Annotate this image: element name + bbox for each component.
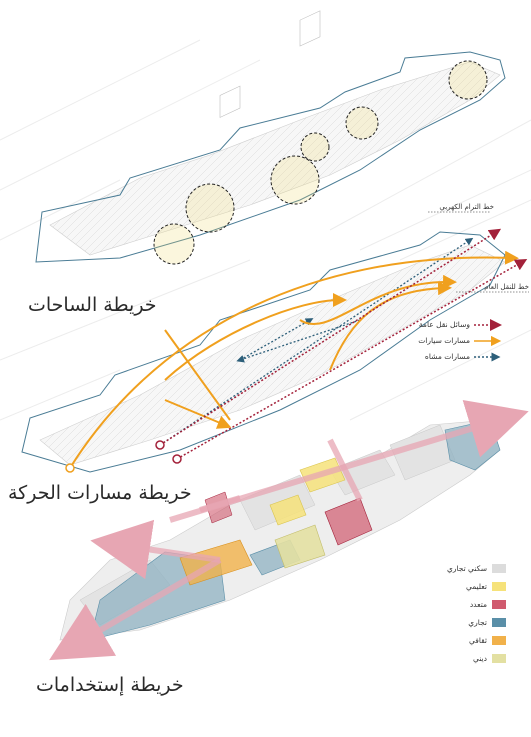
landuse-map-title: خريطة إستخدامات [36, 674, 184, 696]
legend-commercial: تجاري [468, 618, 506, 627]
legend-public-transport: وسائل نقل عامة [419, 319, 502, 331]
car-route-origin [65, 463, 75, 473]
tram-callout: خط الترام الكهربي [428, 203, 494, 213]
tram-origin [155, 440, 165, 450]
context-streets [0, 39, 531, 261]
bus-origin [172, 454, 182, 464]
movement-map-title: خريطة مسارات الحركة [8, 482, 192, 504]
legend-mixed: متعدد [470, 600, 506, 609]
svg-text:مسارات مشاه: مسارات مشاه [425, 352, 470, 361]
site-boundary [35, 51, 506, 263]
svg-text:متعدد: متعدد [470, 600, 487, 609]
public-callout-label: خط للنقل العام [484, 283, 529, 291]
svg-text:سكني تجاري: سكني تجاري [447, 564, 487, 573]
legend-educational: تعليمي [466, 582, 506, 591]
svg-text:ديني: ديني [473, 654, 487, 663]
site-boundary-2 [21, 231, 506, 473]
square-5 [345, 106, 379, 140]
landuse-map: سكني تجاري تعليمي متعدد تجاري ثقافي ديني [49, 399, 529, 663]
square-4 [300, 132, 330, 162]
svg-text:تجاري: تجاري [468, 618, 487, 627]
legend-residential: سكني تجاري [447, 564, 506, 573]
car-route-3 [299, 274, 457, 326]
car-main-route [69, 250, 519, 469]
svg-text:ثقافي: ثقافي [469, 636, 487, 645]
legend-religious: ديني [473, 654, 506, 663]
squares-map [0, 10, 531, 265]
square-6 [448, 60, 488, 100]
square-2 [185, 183, 235, 233]
svg-text:وسائل نقل عامة: وسائل نقل عامة [419, 320, 470, 329]
legend-cultural: ثقافي [469, 636, 506, 645]
legend-pedestrian-paths: مسارات مشاه [425, 352, 501, 362]
tram-callout-label: خط الترام الكهربي [439, 203, 494, 211]
car-route-5 [164, 399, 232, 429]
landuse-religious [274, 524, 326, 569]
public-callout: خط للنقل العام [456, 283, 529, 293]
movement-legend: وسائل نقل عامة مسارات سيارات مسارات مشاه [418, 319, 502, 362]
square-1 [153, 223, 195, 265]
public-transport-lines [159, 228, 528, 460]
building-blocks [219, 10, 321, 118]
landuse-axes [49, 399, 529, 661]
svg-text:مسارات سيارات: مسارات سيارات [418, 336, 470, 345]
landuse-legend: سكني تجاري تعليمي متعدد تجاري ثقافي ديني [447, 564, 506, 663]
square-circles [153, 60, 488, 265]
square-3 [270, 155, 320, 205]
landuse-educational-2 [269, 494, 307, 526]
bus-line [176, 259, 528, 460]
movement-map: خط الترام الكهربي خط للنقل العام وسائل ن… [0, 203, 531, 473]
pedestrian-paths [159, 237, 474, 446]
legend-car-paths: مسارات سيارات [418, 335, 502, 347]
svg-text:تعليمي: تعليمي [466, 582, 487, 591]
site-buildings [49, 61, 501, 256]
squares-map-title: خريطة الساحات [28, 294, 157, 316]
landuse-mixed [324, 497, 373, 546]
car-paths [69, 250, 519, 469]
car-route-2 [164, 300, 340, 421]
